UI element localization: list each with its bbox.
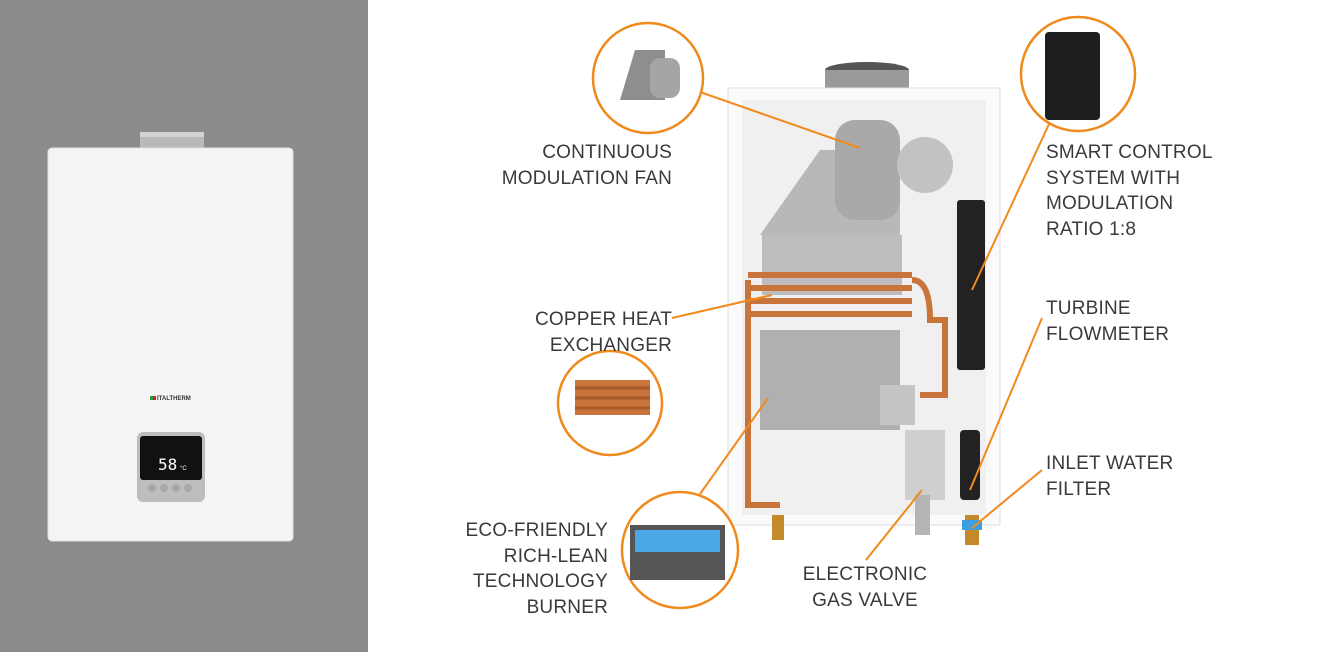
callout-line-4: BURNER bbox=[526, 596, 608, 618]
callout-lines bbox=[671, 91, 1051, 561]
burner-detail-circle bbox=[620, 490, 740, 610]
callout-line-1: TURBINE bbox=[1046, 298, 1131, 319]
svg-text:58: 58 bbox=[158, 455, 177, 474]
callout-smart-control: SMART CONTROL SYSTEM WITH MODULATION RAT… bbox=[1046, 140, 1213, 242]
callout-gas-valve: ELECTRONIC GAS VALVE bbox=[795, 562, 935, 613]
callout-line-2: MODULATION FAN bbox=[501, 167, 672, 189]
callout-line-2: SYSTEM WITH bbox=[1046, 167, 1181, 189]
callout-line-2: RICH-LEAN bbox=[503, 545, 608, 567]
callout-fan: CONTINUOUS MODULATION FAN bbox=[502, 140, 672, 191]
callout-line-1: INLET WATER bbox=[1046, 453, 1174, 474]
italtherm-logo: ITALTHERM bbox=[150, 396, 191, 402]
callout-line-4: RATIO 1:8 bbox=[1046, 218, 1137, 240]
svg-text:ITALTHERM: ITALTHERM bbox=[157, 396, 191, 402]
lcd-display bbox=[140, 436, 202, 480]
copper-detail-circle bbox=[556, 349, 664, 457]
callout-line-1: COPPER HEAT bbox=[535, 309, 672, 330]
callout-line-3: TECHNOLOGY bbox=[472, 571, 608, 592]
callout-line-2: GAS VALVE bbox=[812, 589, 918, 611]
callout-line-2: FILTER bbox=[1046, 478, 1112, 500]
callout-burner: ECO-FRIENDLY RICH-LEAN TECHNOLOGY BURNER bbox=[466, 518, 608, 620]
callout-turbine: TURBINE FLOWMETER bbox=[1046, 296, 1169, 347]
callout-line-1: ELECTRONIC bbox=[802, 564, 928, 585]
callout-line-1: SMART CONTROL bbox=[1046, 142, 1213, 163]
callout-line-2: FLOWMETER bbox=[1046, 323, 1170, 345]
callout-copper: COPPER HEAT EXCHANGER bbox=[535, 307, 672, 358]
callout-line-3: MODULATION bbox=[1046, 193, 1174, 214]
callout-line-2: EXCHANGER bbox=[549, 334, 672, 356]
water-heater-front: ITALTHERM 58 °C bbox=[47, 132, 294, 542]
callout-inlet-filter: INLET WATER FILTER bbox=[1046, 451, 1173, 502]
fan-detail-circle bbox=[591, 21, 705, 135]
callout-line-1: ECO-FRIENDLY bbox=[465, 520, 608, 541]
water-heater-cutaway bbox=[727, 62, 1001, 545]
control-detail-circle bbox=[1019, 15, 1137, 133]
svg-text:°C: °C bbox=[180, 466, 187, 472]
callout-line-1: CONTINUOUS bbox=[542, 142, 672, 163]
